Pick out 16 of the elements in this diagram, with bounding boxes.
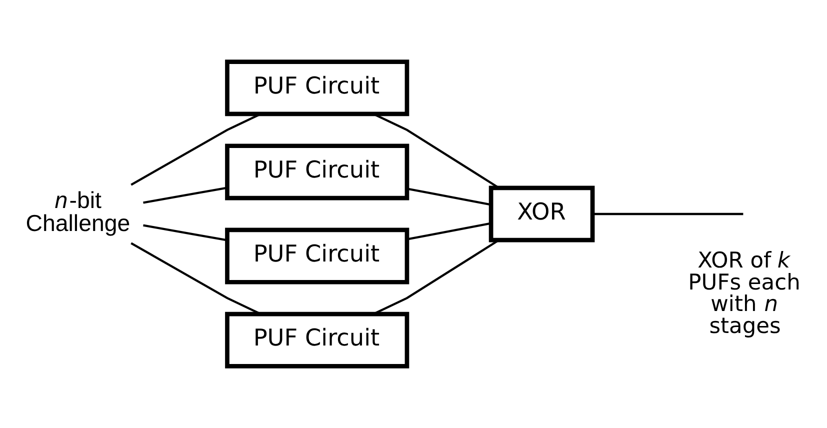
node-text: n-bit Challenge (26, 186, 130, 236)
node-box: PUF Circuit (225, 228, 410, 284)
connector (373, 113, 500, 189)
node-box: XOR (488, 186, 595, 242)
connector (407, 222, 492, 240)
connector (130, 242, 262, 315)
connector (143, 224, 228, 242)
node-box: PUF Circuit (225, 60, 410, 116)
connector (130, 113, 262, 186)
connector (373, 239, 500, 315)
node-box: PUF Circuit (225, 144, 410, 200)
connector (592, 212, 744, 216)
connector (407, 188, 492, 206)
label: XOR of k PUFs each with n stages (688, 248, 800, 339)
node-box: PUF Circuit (225, 312, 410, 368)
connector (143, 186, 228, 204)
